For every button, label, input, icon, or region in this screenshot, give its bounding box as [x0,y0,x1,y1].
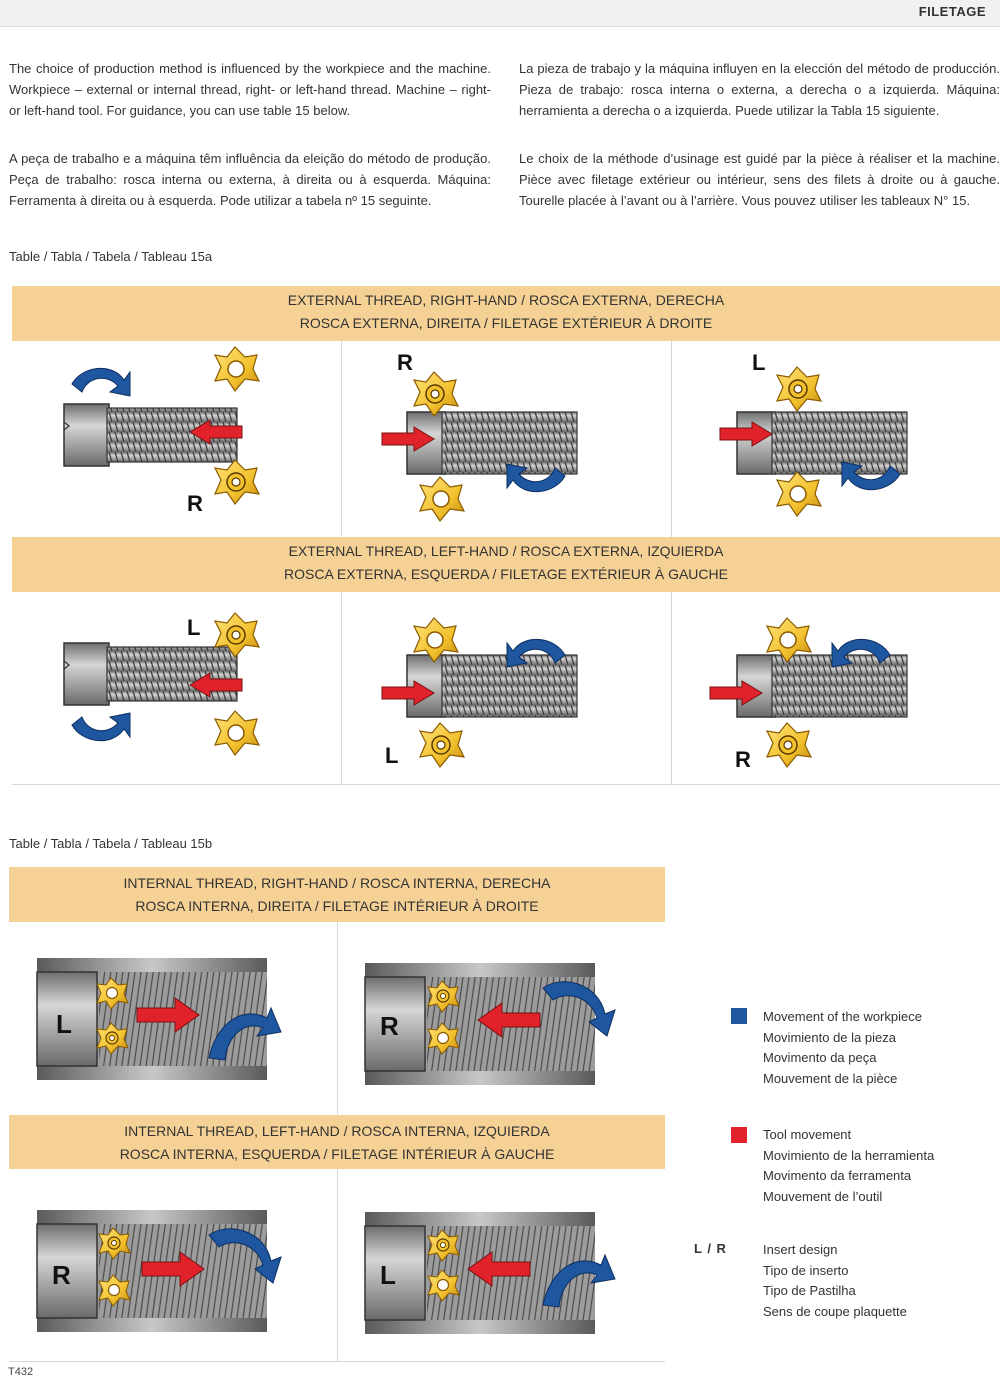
legend-workpiece-text: Movement of the workpiece Movimiento de … [763,1007,922,1089]
insert-letter: R [735,747,751,772]
thread-diagram: L [381,617,578,768]
illustration-ext-lh-3: R [672,593,1000,788]
legend-line: Insert design [763,1242,838,1257]
intro-portuguese: A peça de trabalho e a máquina têm influ… [9,151,491,208]
intro-english: The choice of production method is influ… [9,61,491,118]
thread-diagram: L [719,350,908,517]
illustration-ext-lh-1: L [12,593,342,788]
thread-diagram: R [36,1209,282,1333]
insert-letter: L [187,615,200,640]
intro-french: Le choix de la méthode d’usinage est gui… [519,151,1000,208]
thread-diagram: R [364,962,616,1086]
insert-letter: L [752,350,765,375]
header-bar: FILETAGE [0,0,1000,27]
table-15b-label: Table / Tabla / Tabela / Tableau 15b [9,836,213,851]
cell-divider [671,341,672,537]
legend-line: Movimento da peça [763,1050,877,1065]
row-header-line2: ROSCA EXTERNA, DIREITA / FILETAGE EXTÉRI… [299,315,713,331]
legend-line: Tipo de inserto [763,1262,849,1278]
cell-divider [341,592,342,784]
row-header-line2: ROSCA INTERNA, ESQUERDA / FILETAGE INTÉR… [119,1146,555,1162]
thread-diagram: R [381,350,578,522]
table-bottom-rule [12,784,1000,785]
legend-line: Mouvement de l’outil [763,1188,883,1204]
legend-insert-text: Insert design Tipo de inserto Tipo de Pa… [763,1240,907,1322]
table-15a-row2-header: EXTERNAL THREAD, LEFT-HAND / ROSCA EXTER… [12,537,1000,592]
illustration-ext-lh-2: L [342,593,670,788]
row-header-line1: EXTERNAL THREAD, RIGHT-HAND / ROSCA EXTE… [287,292,725,308]
legend-line: Mouvement de la pièce [763,1070,898,1086]
illustration-int-lh-2: L [338,1170,666,1365]
insert-letter: L [56,1009,72,1039]
legend-line: Tipo de Pastilha [763,1283,856,1298]
illustration-int-lh-1: R [9,1170,337,1365]
cell-divider [337,1169,338,1361]
table-15b-row2-header: INTERNAL THREAD, LEFT-HAND / ROSCA INTER… [9,1115,665,1169]
legend-line: Tool movement [763,1127,852,1142]
legend-line: Movimiento de la herramienta [763,1147,935,1163]
thread-diagram: R [63,346,260,516]
illustration-ext-rh-2: R [342,342,670,542]
cell-divider [341,341,342,537]
illustration-int-rh-2: R [338,923,666,1118]
illustration-ext-rh-3: L [672,342,1000,542]
thread-diagram: L [364,1211,616,1335]
thread-diagram: L [36,957,282,1081]
legend-insert-key: L / R [694,1241,727,1256]
row-header-line1: INTERNAL THREAD, RIGHT-HAND / ROSCA INTE… [123,875,551,891]
tool-color-swatch [731,1127,747,1143]
page-number: T432 [8,1366,34,1378]
legend-line: Movement of the workpiece [763,1009,922,1024]
table-bottom-rule [9,1361,665,1362]
illustration-ext-rh-1: R [12,342,342,542]
legend-line: Movimiento de la pieza [763,1029,896,1045]
table-15a-label: Table / Tabla / Tabela / Tableau 15a [9,249,213,264]
illustration-int-rh-1: L [9,923,337,1118]
row-header-line1: EXTERNAL THREAD, LEFT-HAND / ROSCA EXTER… [288,543,724,559]
insert-letter: R [380,1011,399,1041]
insert-letter: L [385,743,398,768]
thread-diagram: R [709,617,908,772]
insert-letter: R [397,350,413,375]
row-header-line2: ROSCA INTERNA, DIREITA / FILETAGE INTÉRI… [135,898,539,914]
table-15a-row1-header: EXTERNAL THREAD, RIGHT-HAND / ROSCA EXTE… [12,286,1000,341]
cell-divider [337,922,338,1115]
legend-line: Sens de coupe plaquette [763,1303,907,1319]
legend-tool-text: Tool movement Movimiento de la herramien… [763,1125,934,1207]
section-title: FILETAGE [918,4,986,19]
insert-letter: R [52,1260,71,1290]
row-header-line2: ROSCA EXTERNA, ESQUERDA / FILETAGE EXTÉR… [284,566,728,582]
workpiece-color-swatch [731,1008,747,1024]
thread-diagram: L [63,612,260,756]
cell-divider [671,592,672,784]
insert-letter: L [380,1260,396,1290]
row-header-line1: INTERNAL THREAD, LEFT-HAND / ROSCA INTER… [124,1123,550,1139]
table-15b-row1-header: INTERNAL THREAD, RIGHT-HAND / ROSCA INTE… [9,867,665,922]
intro-spanish: La pieza de trabajo y la máquina influye… [519,61,1000,118]
legend-line: Movimento da ferramenta [763,1168,912,1183]
insert-letter: R [187,491,203,516]
